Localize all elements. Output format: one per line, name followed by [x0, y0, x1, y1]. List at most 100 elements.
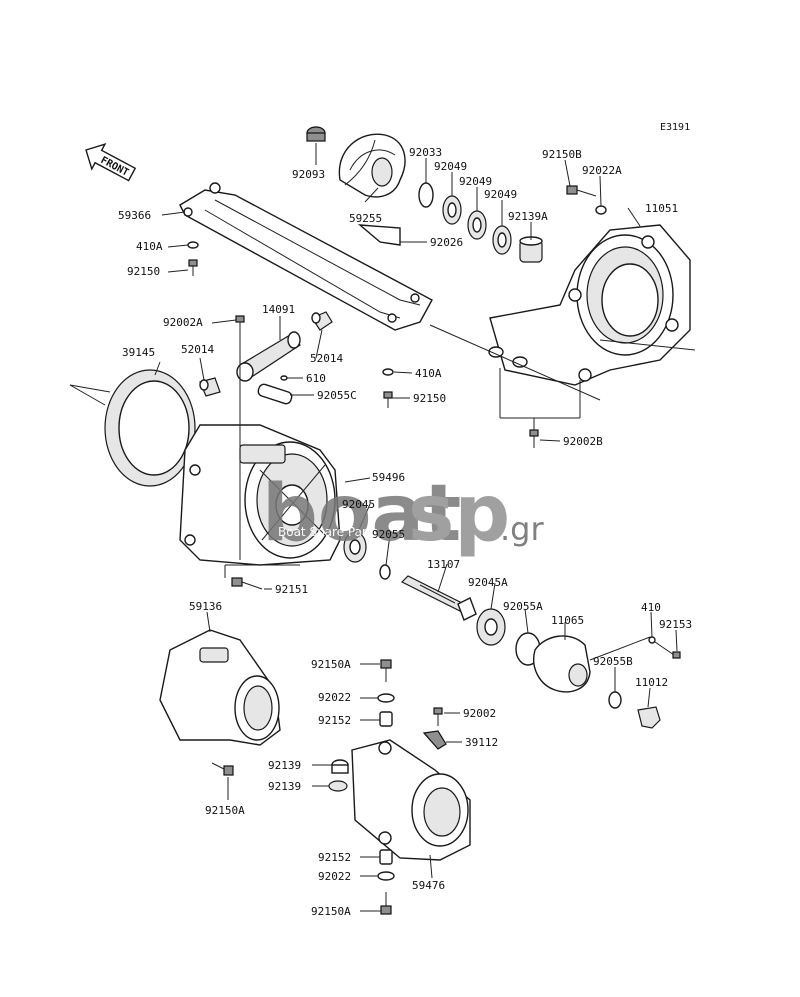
washer-410 [648, 636, 656, 644]
leader-lines [69, 143, 696, 912]
part-label-39145: 39145 [122, 346, 155, 359]
part-label-92055B: 92055B [593, 655, 633, 668]
fitting-52014-right [311, 311, 333, 331]
part-label-92150A: 92150A [311, 658, 351, 671]
collar-92152-bot [379, 849, 393, 865]
part-label-59255: 59255 [349, 212, 382, 225]
lever-39112 [422, 730, 447, 750]
part-labels: 92093 92033 92049 92049 92049 92150B 920… [118, 146, 692, 918]
part-label-92139: 92139 [268, 780, 301, 793]
part-label-13107: 13107 [427, 558, 460, 571]
bushing-92139-b [328, 780, 348, 792]
part-label-92022: 92022 [318, 691, 351, 704]
washer-410A-mid [382, 368, 394, 376]
pump-cover-plate [179, 182, 433, 331]
part-label-92045A: 92045A [468, 576, 508, 589]
part-label-92026: 92026 [430, 236, 463, 249]
bolt-92151 [231, 577, 263, 590]
bolt-92150B [566, 185, 597, 197]
bolt-92150A-bot [380, 892, 392, 915]
part-label-11065: 11065 [551, 614, 584, 627]
part-label-92002A: 92002A [163, 316, 203, 329]
oring-92055B [608, 691, 622, 709]
part-label-92152: 92152 [318, 714, 351, 727]
part-label-410A: 410A [415, 367, 442, 380]
part-label-59476: 59476 [412, 879, 445, 892]
part-label-59136: 59136 [189, 600, 222, 613]
oring-92055 [379, 564, 391, 580]
shaft-13107 [400, 575, 477, 621]
part-label-92150A: 92150A [311, 905, 351, 918]
part-label-11051: 11051 [645, 202, 678, 215]
part-label-92022: 92022 [318, 870, 351, 883]
part-label-92049: 92049 [459, 175, 492, 188]
part-label-410A: 410A [136, 240, 163, 253]
part-label-92022A: 92022A [582, 164, 622, 177]
part-label-92150: 92150 [413, 392, 446, 405]
bolt-92150-top [188, 259, 198, 276]
pump-case [488, 224, 691, 386]
part-label-14091: 14091 [262, 303, 295, 316]
bolt-92153 [654, 641, 681, 659]
watermark-main-right: sp [408, 469, 510, 559]
part-label-92093: 92093 [292, 168, 325, 181]
front-arrow: FRONT [85, 143, 137, 182]
diagram-code: E3191 [660, 122, 690, 133]
part-label-92139A: 92139A [508, 210, 548, 223]
bolt-92150-mid [383, 391, 393, 408]
ring-92033 [418, 182, 434, 208]
part-label-92152: 92152 [318, 851, 351, 864]
washer-410A-top [187, 241, 199, 249]
part-label-92151: 92151 [275, 583, 308, 596]
part-label-92055A: 92055A [503, 600, 543, 613]
cap-11065 [533, 635, 591, 693]
part-label-610: 610 [306, 372, 326, 385]
part-label-92139: 92139 [268, 759, 301, 772]
collar-92152-top [379, 711, 393, 727]
valve-14091 [236, 331, 301, 382]
part-label-39112: 39112 [465, 736, 498, 749]
steering-nozzle-59476 [351, 739, 471, 861]
cap-92093 [306, 126, 326, 142]
cap-11012 [637, 706, 661, 729]
washer-92022-top [377, 693, 395, 703]
part-label-92049: 92049 [484, 188, 517, 201]
part-label-92150B: 92150B [542, 148, 582, 161]
bolt-92002A [235, 315, 245, 334]
ring-39145 [104, 369, 196, 487]
part-label-92045: 92045 [342, 498, 375, 511]
part-label-92002: 92002 [463, 707, 496, 720]
part-label-410: 410 [641, 601, 661, 614]
bushing-92139-a [331, 759, 349, 774]
part-label-92055: 92055 [372, 528, 405, 541]
fitting-52014-left [199, 377, 221, 397]
part-label-59366: 59366 [118, 209, 151, 222]
pump-housing-59496 [179, 424, 341, 566]
part-label-92150: 92150 [127, 265, 160, 278]
bolt-92150A-left [211, 762, 234, 776]
part-label-92049: 92049 [434, 160, 467, 173]
part-label-92033: 92033 [409, 146, 442, 159]
washer-92022-bot [377, 871, 395, 881]
shim-92026 [357, 224, 401, 246]
watermark: boat sp .gr Boat Spare Parts [262, 469, 544, 559]
nozzle-59136 [159, 629, 281, 746]
part-label-52014: 52014 [181, 343, 214, 356]
part-label-92002B: 92002B [563, 435, 603, 448]
bolt-92150A-top [380, 659, 392, 682]
watermark-main-left: boat [262, 469, 461, 559]
part-label-92055C: 92055C [317, 389, 357, 402]
gasket-92055C [257, 383, 293, 405]
oring-610 [280, 375, 288, 381]
washer-92022A [595, 205, 607, 215]
bolt-92002 [433, 707, 443, 726]
collar-92139A [519, 236, 543, 263]
bolt-92002B [529, 429, 539, 448]
part-label-11012: 11012 [635, 676, 668, 689]
part-label-92150A: 92150A [205, 804, 245, 817]
part-label-52014: 52014 [310, 352, 343, 365]
watermark-domain: .gr [500, 510, 544, 548]
watermark-tagline: Boat Spare Parts [278, 525, 378, 539]
